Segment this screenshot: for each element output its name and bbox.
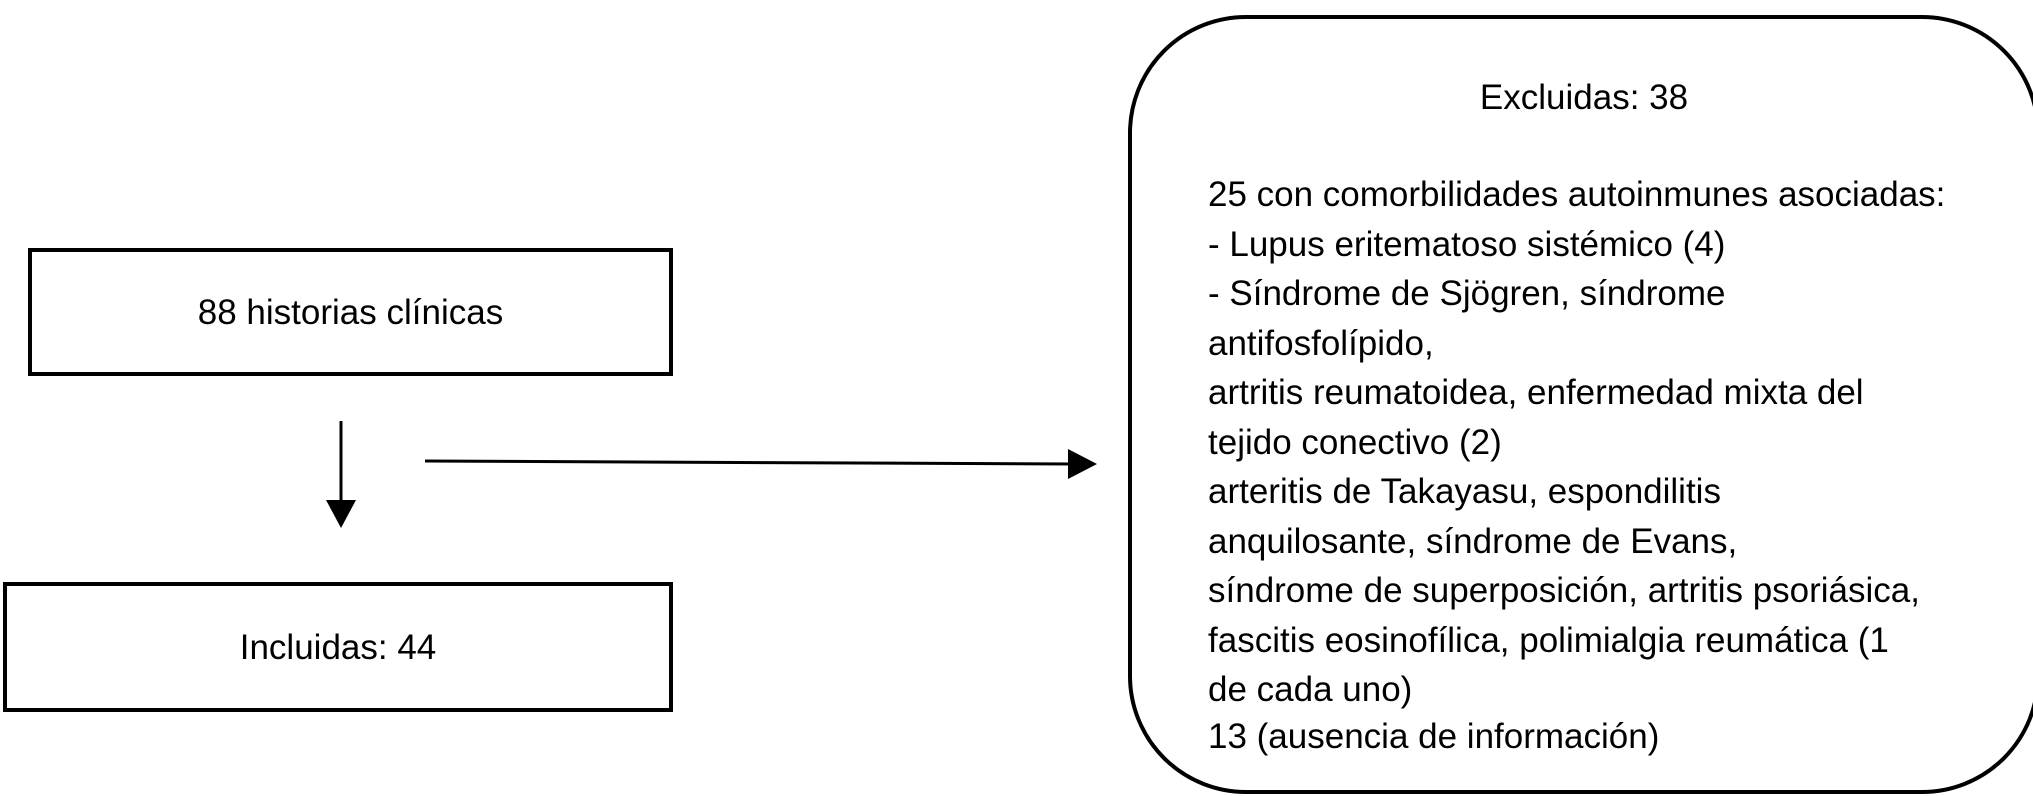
excluded-reason-line: artritis reumatoidea, enfermedad mixta d… xyxy=(1208,373,1864,412)
records-label: 88 historias clínicas xyxy=(197,292,504,332)
excluded-reason-line: - Síndrome de Sjögren, síndrome xyxy=(1208,274,1726,313)
records-box: 88 historias clínicas xyxy=(28,248,673,376)
excluded-reason-line: síndrome de superposición, artritis psor… xyxy=(1208,571,1920,610)
down-arrow xyxy=(326,421,356,528)
excluded-reasons: 25 con comorbilidades autoinmunes asocia… xyxy=(1208,170,2033,715)
excluded-box: Excluidas: 38 25 con comorbilidades auto… xyxy=(1128,15,2033,794)
included-box: Incluidas: 44 xyxy=(3,582,673,712)
excluded-reason-line: 25 con comorbilidades autoinmunes asocia… xyxy=(1208,175,1946,214)
excluded-reason-line: de cada uno) xyxy=(1208,670,1413,709)
included-label: Incluidas: 44 xyxy=(239,627,437,667)
excluded-reason-line: fascitis eosinofílica, polimialgia reumá… xyxy=(1208,620,1889,660)
excluded-reason-line: - Lupus eritematoso sistémico (4) xyxy=(1208,224,1726,264)
excluded-missing-info: 13 (ausencia de información) xyxy=(1208,717,1660,756)
excluded-reason-line: antifosfolípido, xyxy=(1208,323,1434,363)
excluded-reason-line: anquilosante, síndrome de Evans, xyxy=(1208,521,1738,561)
excluded-title: Excluidas: 38 xyxy=(1479,78,1689,117)
excluded-reason-line: tejido conectivo (2) xyxy=(1208,422,1502,462)
excluded-reason-line: arteritis de Takayasu, espondilitis xyxy=(1208,472,1721,511)
right-arrow xyxy=(424,449,1097,479)
